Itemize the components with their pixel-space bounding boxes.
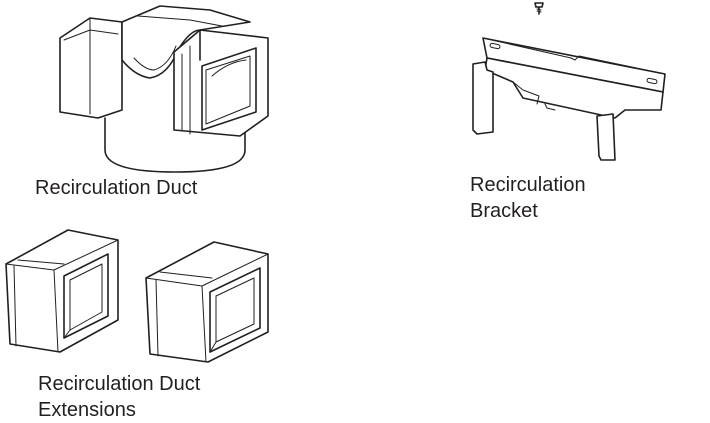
duct-extensions-label-line1: Recirculation Duct [38, 373, 201, 395]
recirculation-bracket-illustration [465, 0, 670, 165]
recirculation-bracket-label-line1: Recirculation [470, 174, 586, 196]
recirculation-duct-label: Recirculation Duct [35, 177, 198, 199]
duct-extension-1-illustration [0, 220, 128, 355]
duct-extension-2-illustration [140, 236, 272, 366]
recirculation-bracket-label-line2: Bracket [470, 200, 538, 222]
recirculation-duct-illustration [50, 0, 280, 180]
duct-extensions-label-line2: Extensions [38, 399, 136, 421]
